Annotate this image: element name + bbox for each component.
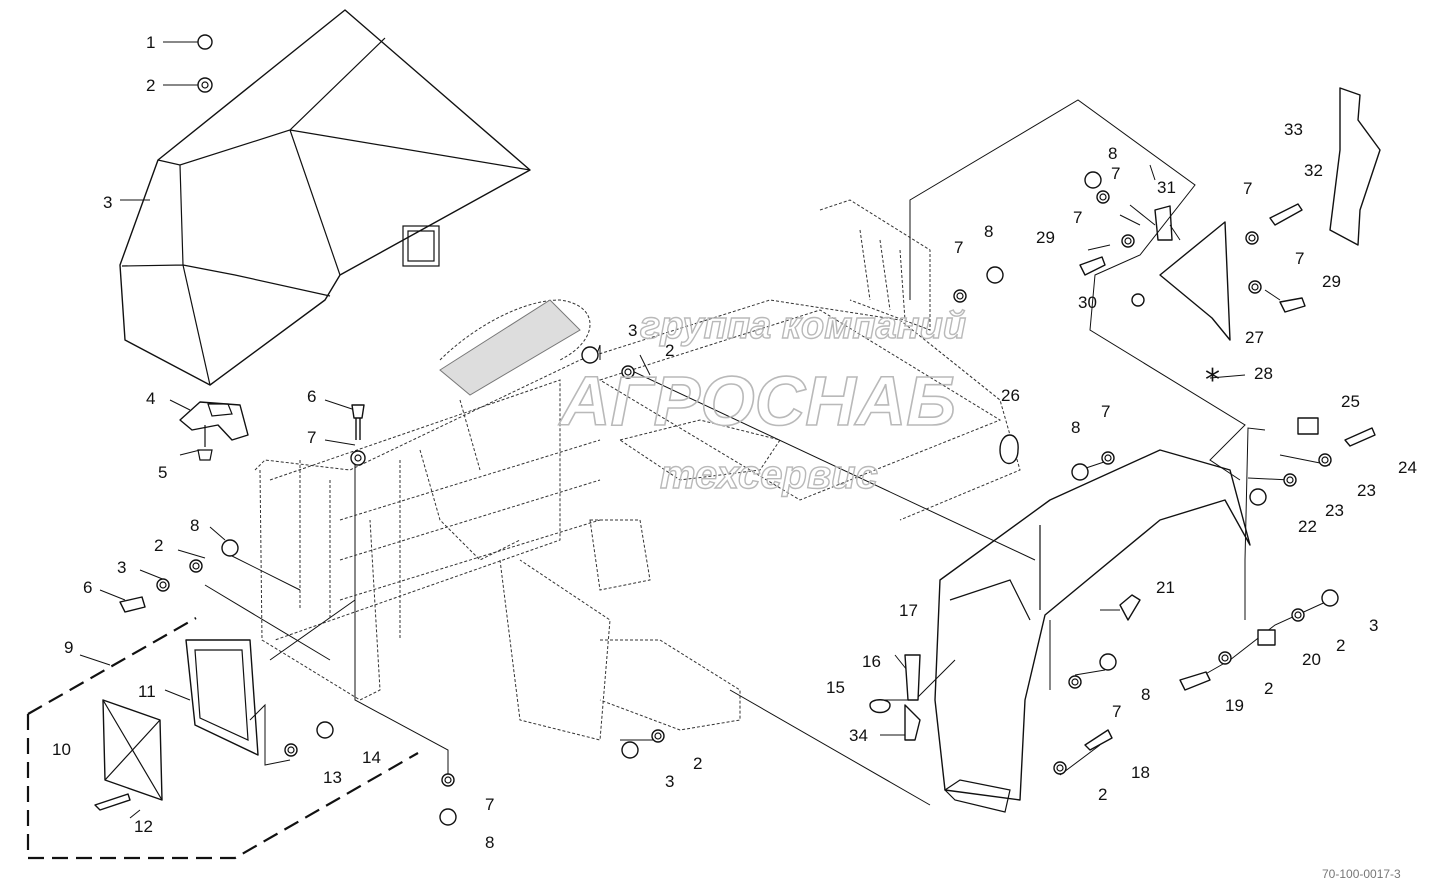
callout-label: 3 xyxy=(103,193,112,212)
callout-label: 8 xyxy=(984,222,993,241)
callout-label: 12 xyxy=(134,817,153,836)
callout-label: 2 xyxy=(665,341,674,360)
callout-label: 6 xyxy=(83,578,92,597)
callout-label: 16 xyxy=(862,652,881,671)
callout-label: 3 xyxy=(1369,616,1378,635)
watermark-line2: АГРОСНАБ xyxy=(558,362,956,440)
callout-label: 7 xyxy=(1112,702,1121,721)
callout-label: 7 xyxy=(1073,208,1082,227)
callout-label: 33 xyxy=(1284,120,1303,139)
callout-label: 29 xyxy=(1036,228,1055,247)
callout-label: 4 xyxy=(146,389,155,408)
callout-label: 8 xyxy=(1141,685,1150,704)
watermark: группа компаний АГРОСНАБ техсервис xyxy=(439,299,967,498)
callout-label: 28 xyxy=(1254,364,1273,383)
callout-label: 24 xyxy=(1398,458,1417,477)
callout-label: 8 xyxy=(1108,144,1117,163)
callout-label: 20 xyxy=(1302,650,1321,669)
callout-label: 7 xyxy=(1295,249,1304,268)
callout-label: 3 xyxy=(628,321,637,340)
callout-label: 1 xyxy=(146,33,155,52)
document-id: 70-100-0017-3 xyxy=(1322,867,1401,878)
callout-label: 30 xyxy=(1078,293,1097,312)
callout-label: 23 xyxy=(1325,501,1344,520)
callout-label: 18 xyxy=(1131,763,1150,782)
callout-label: 2 xyxy=(1336,636,1345,655)
callout-label: 5 xyxy=(158,463,167,482)
watermark-line1: группа компаний xyxy=(640,305,966,347)
light-assembly xyxy=(26,617,419,860)
callout-label: 11 xyxy=(138,682,156,701)
callout-label: 6 xyxy=(307,387,316,406)
callout-label: 2 xyxy=(154,536,163,555)
callout-label: 9 xyxy=(64,638,73,657)
callout-label: 27 xyxy=(1245,328,1264,347)
callout-label: 22 xyxy=(1298,517,1317,536)
callout-label: 8 xyxy=(485,833,494,852)
hood-bracket xyxy=(179,401,249,461)
callout-label: 29 xyxy=(1322,272,1341,291)
callout-label: 15 xyxy=(826,678,845,697)
callout-label: 3 xyxy=(665,772,674,791)
callout-label: 7 xyxy=(954,238,963,257)
callout-label: 14 xyxy=(362,748,381,767)
callout-label: 2 xyxy=(146,76,155,95)
callout-label: 19 xyxy=(1225,696,1244,715)
callout-label: 2 xyxy=(1098,785,1107,804)
callout-label: 25 xyxy=(1341,392,1360,411)
callout-label: 2 xyxy=(1264,679,1273,698)
callout-label: 7 xyxy=(1111,164,1120,183)
callout-label: 32 xyxy=(1304,161,1323,180)
callout-label: 31 xyxy=(1157,178,1176,197)
hood xyxy=(119,9,531,386)
callout-label: 7 xyxy=(307,428,316,447)
callout-label: 23 xyxy=(1357,481,1376,500)
callout-label: 7 xyxy=(485,795,494,814)
callouts: 1 2 3 4 5 6 7 8 2 3 6 7 6 7 8 9 10 11 12… xyxy=(52,33,1417,852)
callout-label: 3 xyxy=(117,558,126,577)
hardware xyxy=(94,34,1376,826)
callout-label: 8 xyxy=(190,516,199,535)
callout-label: 17 xyxy=(899,601,918,620)
callout-label: 7 xyxy=(1101,402,1110,421)
callout-label: 21 xyxy=(1156,578,1175,597)
rear-fender xyxy=(934,449,1251,813)
callout-label: 13 xyxy=(323,768,342,787)
asterisk-marker: * xyxy=(1205,363,1220,398)
callout-label: 10 xyxy=(52,740,71,759)
callout-label: 26 xyxy=(1001,386,1020,405)
callout-label: 8 xyxy=(1071,418,1080,437)
callout-label: 34 xyxy=(849,726,868,745)
callout-label: 7 xyxy=(1243,179,1252,198)
side-plate xyxy=(1154,87,1381,341)
callout-label: 2 xyxy=(693,754,702,773)
watermark-line3: техсервис xyxy=(660,453,878,497)
